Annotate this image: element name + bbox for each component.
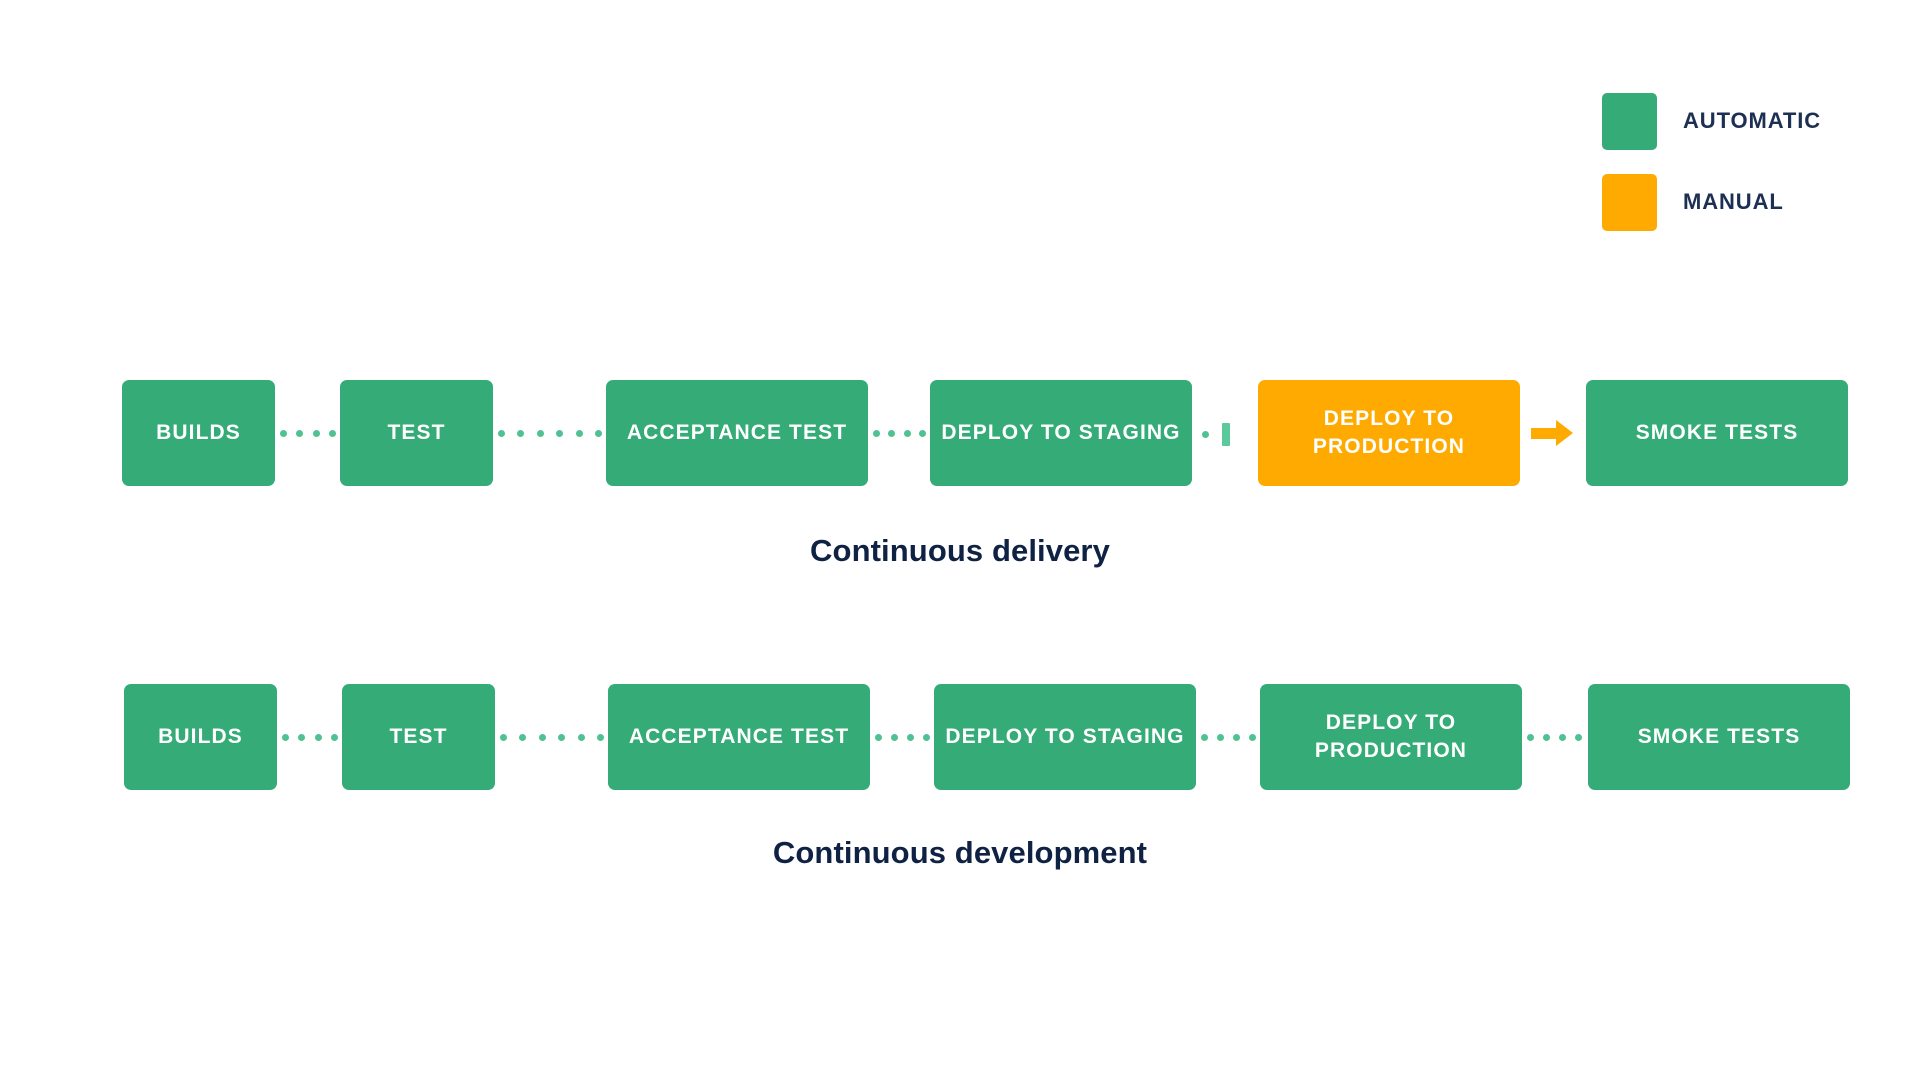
connector-dot: [575, 430, 583, 437]
stage-node-label: ACCEPTANCE TEST: [626, 421, 848, 445]
connector-dotted: [500, 734, 604, 741]
connector-dot: [519, 734, 527, 741]
connector-dot: [517, 430, 525, 437]
connector-dotted: [1201, 734, 1256, 741]
legend-item-automatic: AUTOMATIC: [1602, 92, 1902, 150]
stage-node-builds[interactable]: BUILDS: [124, 684, 277, 790]
connector-dot: [918, 430, 926, 437]
stage-node-deploy-to-production[interactable]: DEPLOY TO PRODUCTION: [1258, 380, 1520, 486]
connector-dotted: [282, 734, 338, 741]
connector-dot: [888, 430, 896, 437]
stage-node-label: DEPLOY TO PRODUCTION: [1314, 711, 1468, 762]
stage-node-acceptance-test[interactable]: ACCEPTANCE TEST: [606, 380, 868, 486]
stage-node-label: DEPLOY TO PRODUCTION: [1312, 407, 1466, 458]
stage-node-label: BUILDS: [156, 421, 241, 445]
connector-dot: [923, 734, 930, 741]
stage-node-label: ACCEPTANCE TEST: [628, 725, 850, 749]
stage-node-deploy-to-production[interactable]: DEPLOY TO PRODUCTION: [1260, 684, 1522, 790]
connector-dot: [1201, 734, 1208, 741]
stage-node-label: SMOKE TESTS: [1637, 725, 1801, 749]
stage-node-smoke-tests[interactable]: SMOKE TESTS: [1588, 684, 1850, 790]
stage-node-label: SMOKE TESTS: [1635, 421, 1799, 445]
connector-dot: [873, 430, 880, 437]
connector-dot: [314, 734, 322, 741]
connector-dot: [891, 734, 898, 741]
connector-dot: [903, 430, 911, 437]
legend: AUTOMATIC MANUAL: [1602, 92, 1902, 254]
connector-dot: [282, 734, 289, 741]
legend-item-manual: MANUAL: [1602, 173, 1902, 231]
stage-node-label: DEPLOY TO STAGING: [941, 421, 1181, 445]
connector-stub-interrupted: [1202, 422, 1254, 446]
connector-dot: [1217, 734, 1224, 741]
caption-continuous-development: Continuous development: [772, 835, 1148, 870]
connector-dot: [298, 734, 306, 741]
stage-node-label: DEPLOY TO STAGING: [945, 725, 1185, 749]
connector-dotted: [873, 430, 926, 437]
arrow-shaft: [1531, 427, 1557, 439]
connector-dotted: [875, 734, 930, 741]
legend-label: MANUAL: [1683, 189, 1784, 214]
connector-dot: [1233, 734, 1240, 741]
caption-continuous-delivery: Continuous delivery: [810, 533, 1110, 568]
connector-dotted: [498, 430, 602, 437]
connector-dot: [594, 430, 602, 437]
stage-node-test[interactable]: TEST: [340, 380, 493, 486]
connector-dot: [296, 430, 304, 437]
connector-dot: [328, 430, 336, 437]
automatic-swatch: [1602, 92, 1657, 150]
connector-dotted: [280, 430, 336, 437]
stage-node-label: TEST: [389, 725, 448, 749]
arrow-head: [1556, 420, 1573, 446]
connector-dot: [330, 734, 338, 741]
connector-dot: [1575, 734, 1582, 741]
stage-node-deploy-to-staging[interactable]: DEPLOY TO STAGING: [934, 684, 1196, 790]
stage-node-acceptance-test[interactable]: ACCEPTANCE TEST: [608, 684, 870, 790]
manual-swatch: [1602, 173, 1657, 231]
stage-node-deploy-to-staging[interactable]: DEPLOY TO STAGING: [930, 380, 1192, 486]
connector-dot: [500, 734, 507, 741]
stage-node-builds[interactable]: BUILDS: [122, 380, 275, 486]
connector-dot: [1249, 734, 1256, 741]
stage-node-label: TEST: [387, 421, 446, 445]
legend-label: AUTOMATIC: [1683, 108, 1822, 133]
connector-dot: [312, 430, 320, 437]
connector-stop-bar-icon: [1222, 422, 1230, 446]
stage-node-test[interactable]: TEST: [342, 684, 495, 790]
connector-dot: [498, 430, 505, 437]
connector-dot: [556, 430, 564, 437]
connector-dot: [1559, 734, 1566, 741]
connector-dot: [1527, 734, 1534, 741]
connector-dot: [536, 430, 544, 437]
connector-dot: [907, 734, 914, 741]
connector-dot: [558, 734, 566, 741]
stage-node-smoke-tests[interactable]: SMOKE TESTS: [1586, 380, 1848, 486]
connector-dot: [596, 734, 604, 741]
stage-node-label: BUILDS: [158, 725, 243, 749]
arrow-right-icon: [1531, 420, 1577, 446]
connector-dot: [538, 734, 546, 741]
connector-dot: [577, 734, 585, 741]
connector-dot: [1202, 430, 1209, 438]
connector-dot: [875, 734, 882, 741]
connector-dot: [1543, 734, 1550, 741]
connector-dot: [280, 430, 287, 437]
connector-dotted: [1527, 734, 1582, 741]
